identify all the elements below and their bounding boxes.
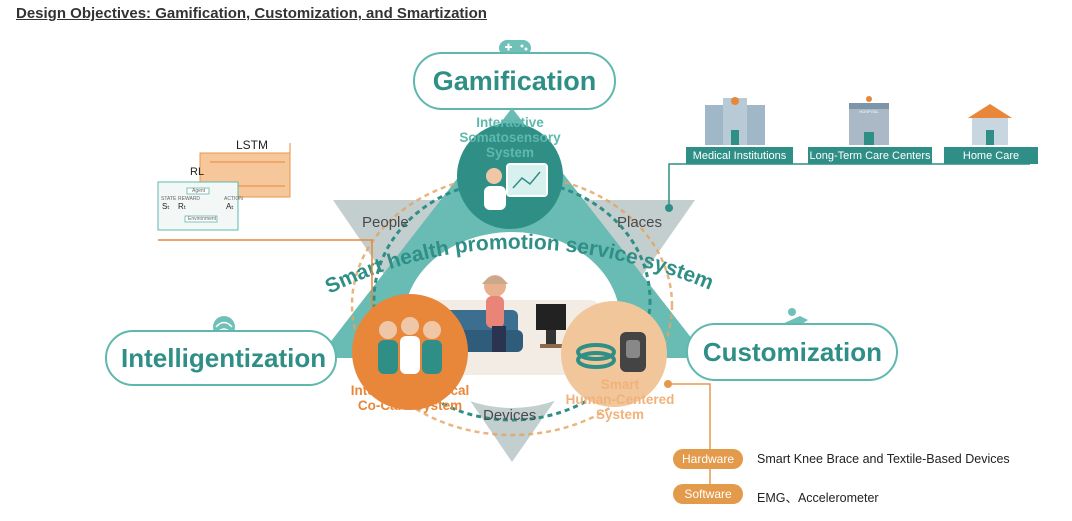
action-symbol: Aₜ [226, 202, 234, 211]
rl-label: RL [190, 166, 205, 178]
hardware-text: Smart Knee Brace and Textile-Based Devic… [757, 452, 1010, 466]
action-caption: ACTION [224, 196, 243, 202]
interactive-system-label: Interactive Somatosensory System [459, 115, 561, 160]
lstm-label: LSTM [236, 138, 269, 152]
environment-label: Environment [188, 216, 217, 222]
home-building-icon [968, 104, 1012, 145]
customization-pill: Customization [686, 323, 898, 381]
customization-label: Customization [702, 336, 882, 367]
smart-system-label: Smart Human-Centered System [565, 377, 675, 422]
medical-building-icon [705, 97, 765, 145]
reward-caption: REWARD [178, 196, 201, 202]
place-medical-institutions: Medical Institutions [686, 147, 793, 164]
hardware-tag: Hardware [673, 449, 743, 469]
agent-label: Agent [192, 188, 206, 194]
software-tag: Software [673, 484, 743, 504]
page-title: Design Objectives: Gamification, Customi… [16, 5, 487, 22]
places-connector [668, 163, 1030, 208]
lstm-diagram [199, 143, 291, 198]
people-label: People [362, 214, 409, 231]
ai-connector [158, 239, 373, 315]
state-symbol: Sₜ [162, 202, 170, 211]
place-home-care: Home Care [944, 147, 1038, 164]
intelligentization-pill: Intelligentization [105, 330, 337, 386]
place-long-term-care: Long-Term Care Centers [808, 147, 932, 164]
places-label: Places [617, 214, 663, 231]
care-center-building-icon [849, 96, 889, 145]
gamification-label: Gamification [432, 65, 597, 96]
svg-text:HOSPITAL: HOSPITAL [859, 109, 879, 114]
devices-label: Devices [483, 407, 537, 424]
gamification-pill: Gamification [413, 52, 616, 110]
knee-brace-illustration [576, 332, 646, 372]
rl-diagram [157, 181, 239, 231]
medical-staff-illustration [378, 317, 442, 374]
state-caption: STATE [161, 196, 177, 202]
intelligentization-label: Intelligentization [121, 342, 327, 373]
medical-system-label: Integrated Medical Co-Care System [350, 383, 470, 413]
software-text: EMG、Accelerometer [757, 491, 879, 505]
reward-symbol: Rₜ [178, 202, 187, 211]
tablet-user-illustration [484, 163, 548, 210]
